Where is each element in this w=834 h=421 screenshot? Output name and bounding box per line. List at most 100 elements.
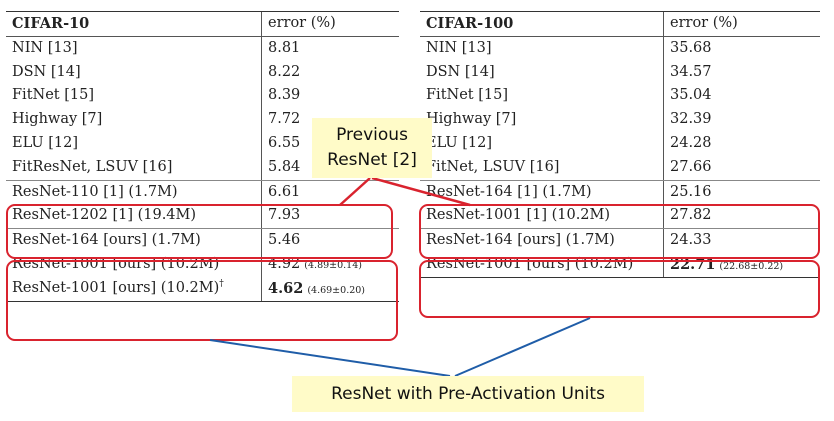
method-name: Highway [7]: [426, 111, 517, 128]
error-value: 7.93: [268, 207, 301, 224]
error-cell: 35.68: [663, 36, 712, 61]
table-row: FitNet [15] 35.04: [420, 84, 820, 109]
error-value: 5.46: [268, 232, 301, 249]
method-name: ResNet-164 [ours] (1.7M): [426, 232, 615, 249]
table-row: ResNet-1001 [ours] (10.2M) 4.92(4.89±0.14…: [6, 252, 399, 277]
dagger-mark: †: [219, 278, 224, 289]
preact-callout-text: ResNet with Pre-Activation Units: [331, 384, 605, 404]
error-value: 5.84: [268, 158, 301, 175]
method-cell: FitNet [15]: [426, 84, 508, 108]
error-value: 4.92: [268, 255, 301, 272]
table-row: ResNet-110 [1] (1.7M) 6.61: [6, 179, 399, 205]
error-value: 24.33: [670, 232, 712, 249]
previous-resnet-box-cifar100: [419, 204, 820, 259]
error-cell: 35.04: [663, 84, 712, 109]
method-cell: ResNet-1001 [ours] (10.2M)†: [12, 277, 224, 301]
error-mean-std: (22.68±0.22): [719, 260, 784, 272]
error-value: 8.81: [268, 39, 301, 56]
error-value: 27.82: [670, 207, 712, 224]
previous-connector-left: [339, 177, 371, 206]
method-cell: ResNet-1001 [1] (10.2M): [426, 204, 610, 228]
table-row: FitResNet, LSUV [16] 5.84: [6, 155, 399, 180]
table-row: ResNet-164 [ours] (1.7M) 24.33: [420, 228, 820, 253]
method-name: ResNet-110 [1] (1.7M): [12, 183, 178, 200]
table-row: DSN [14] 8.22: [6, 60, 399, 85]
table-row: FitNet, LSUV [16] 27.66: [420, 155, 820, 180]
table-row: ResNet-1001 [1] (10.2M) 27.82: [420, 204, 820, 229]
error-cell: 34.57: [663, 60, 712, 85]
method-cell: FitNet, LSUV [16]: [426, 156, 559, 180]
method-cell: ELU [12]: [12, 132, 78, 156]
error-cell: 6.55: [261, 131, 300, 156]
method-cell: ELU [12]: [426, 132, 492, 156]
method-cell: ResNet-1001 [ours] (10.2M): [12, 253, 219, 277]
error-cell: 5.46: [261, 229, 300, 253]
error-value: 24.28: [670, 134, 712, 151]
preact-connector-right: [454, 317, 591, 377]
method-name: ELU [12]: [12, 134, 79, 151]
method-name: FitNet [15]: [12, 87, 94, 104]
table-row: DSN [14]34.57: [420, 60, 820, 85]
method-cell: ResNet-1202 [1] (19.4M): [12, 204, 196, 228]
error-value: 35.68: [670, 39, 712, 56]
error-value: 34.57: [670, 63, 712, 80]
error-cell: 25.16: [663, 180, 712, 205]
method-cell: Highway [7]: [426, 108, 516, 132]
dataset-title: CIFAR-10: [12, 15, 90, 32]
method-cell: DSN [14]: [12, 61, 81, 85]
previous-connector-right: [371, 176, 471, 207]
error-cell: 27.66: [663, 155, 712, 180]
table-header: CIFAR-100 error (%): [420, 12, 820, 37]
error-cell: 4.92(4.89±0.14): [261, 252, 362, 277]
method-name: ResNet-1001 [ours] (10.2M): [12, 279, 220, 296]
error-column-header: error (%): [261, 12, 336, 36]
error-value: 6.61: [268, 183, 301, 200]
table-row: Highway [7]7.72: [6, 108, 399, 132]
error-cell: 7.93: [261, 204, 301, 229]
method-cell: Highway [7]: [12, 108, 102, 132]
method-name: NIN [13]: [12, 39, 78, 56]
error-value: 25.16: [670, 183, 712, 200]
error-cell: 24.28: [663, 131, 712, 156]
table-row: ResNet-1001 [ours] (10.2M)† 4.62(4.69±0.2…: [6, 276, 399, 301]
error-cell: 5.84: [261, 155, 301, 180]
previous-callout-line1: Previous: [336, 125, 408, 145]
table-row: ELU [12] 6.55: [6, 131, 399, 156]
method-name: ResNet-1001 [1] (10.2M): [426, 207, 611, 224]
method-name: ResNet-1001 [ours] (10.2M): [12, 255, 220, 272]
error-cell: 32.39: [663, 108, 712, 132]
error-value: 35.04: [670, 87, 712, 104]
preact-resnet-callout: ResNet with Pre-Activation Units: [292, 376, 644, 412]
method-name: ResNet-1202 [1] (19.4M): [12, 207, 197, 224]
error-value: 8.39: [268, 87, 301, 104]
method-name: FitNet, LSUV [16]: [426, 158, 560, 175]
method-name: Highway [7]: [12, 111, 103, 128]
error-cell: 24.33: [663, 229, 712, 253]
error-cell: 8.22: [261, 60, 301, 85]
table-header: CIFAR-10 error (%): [6, 12, 399, 37]
method-name: NIN [13]: [426, 39, 492, 56]
table-row: NIN [13] 35.68: [420, 36, 820, 61]
error-value: 27.66: [670, 158, 712, 175]
error-column-header: error (%): [663, 12, 738, 36]
error-value: 32.39: [670, 111, 712, 128]
method-name: ELU [12]: [426, 134, 493, 151]
method-name: ResNet-1001 [ours] (10.2M): [426, 255, 634, 272]
previous-callout-line2: ResNet [2]: [327, 150, 417, 170]
error-cell: 4.62(4.69±0.20): [261, 276, 366, 301]
error-mean-std: (4.69±0.20): [307, 284, 366, 296]
table-row: ResNet-164 [1] (1.7M)25.16: [420, 179, 820, 205]
table-row: ResNet-164 [ours] (1.7M)5.46: [6, 228, 399, 253]
error-cell: 6.61: [261, 180, 301, 205]
error-mean-std: (4.89±0.14): [304, 259, 362, 271]
dataset-title: CIFAR-100: [426, 15, 514, 32]
table-row: FitNet [15] 8.39: [6, 84, 399, 109]
method-cell: FitResNet, LSUV [16]: [12, 156, 172, 180]
preact-resnet-box-cifar10: [6, 260, 398, 341]
method-name: FitResNet, LSUV [16]: [12, 158, 173, 175]
method-name: FitNet [15]: [426, 87, 508, 104]
error-value: 8.22: [268, 63, 301, 80]
preact-resnet-box-cifar100: [419, 260, 820, 318]
